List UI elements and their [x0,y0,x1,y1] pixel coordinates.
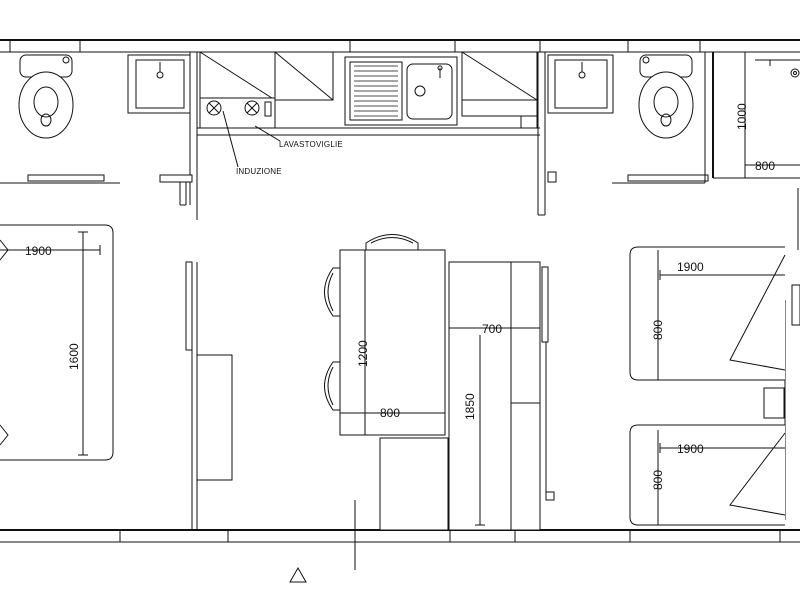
sofa: 700 1850 [448,261,541,531]
dining-chairs [324,234,419,411]
table-length-dim: 1200 [356,340,370,367]
shower: 800 1000 [735,52,800,178]
sofa-depth-dim: 700 [482,322,502,336]
double-bed-length-dim: 1900 [25,244,52,258]
single-bed-bottom: 1900 800 [629,424,786,526]
single-bed-top: 1900 800 [629,246,786,381]
table-width-dim: 800 [380,406,400,420]
living-area: 1200 800 700 1850 [324,234,541,531]
sofa-length-dim: 1850 [463,393,477,420]
right-toilet [638,54,694,139]
dining-table: 1200 800 [339,249,446,436]
double-bed-width-dim: 1600 [67,343,81,370]
right-washbasin [547,54,614,114]
single-bed-top-length-dim: 1900 [677,260,704,274]
right-bedroom: 1900 800 1900 800 [629,246,786,526]
dishwasher-label: LAVASTOVIGLIE [279,140,343,149]
left-toilet [18,54,74,139]
entrance-marker-icon [289,566,307,583]
single-bed-bottom-width-dim: 800 [651,470,665,490]
shower-width-dim: 800 [755,159,775,173]
kitchen-labels: LAVASTOVIGLIE INDUZIONE [222,110,343,176]
left-bedroom: 1900 1600 [0,224,114,461]
single-bed-top-width-dim: 800 [651,320,665,340]
induction-label: INDUZIONE [236,167,282,176]
shower-depth-dim: 1000 [735,103,749,130]
single-bed-bottom-length-dim: 1900 [677,442,704,456]
induction-hob [199,97,276,129]
kitchen-upper-cabinets [199,51,538,129]
double-bed: 1900 1600 [0,224,114,461]
kitchen-sink [344,56,458,126]
kitchen: LAVASTOVIGLIE INDUZIONE [197,51,540,176]
left-washbasin [127,54,191,114]
left-bathroom [18,54,191,139]
sideboard [379,437,449,531]
right-bathroom: 800 1000 [547,52,800,178]
